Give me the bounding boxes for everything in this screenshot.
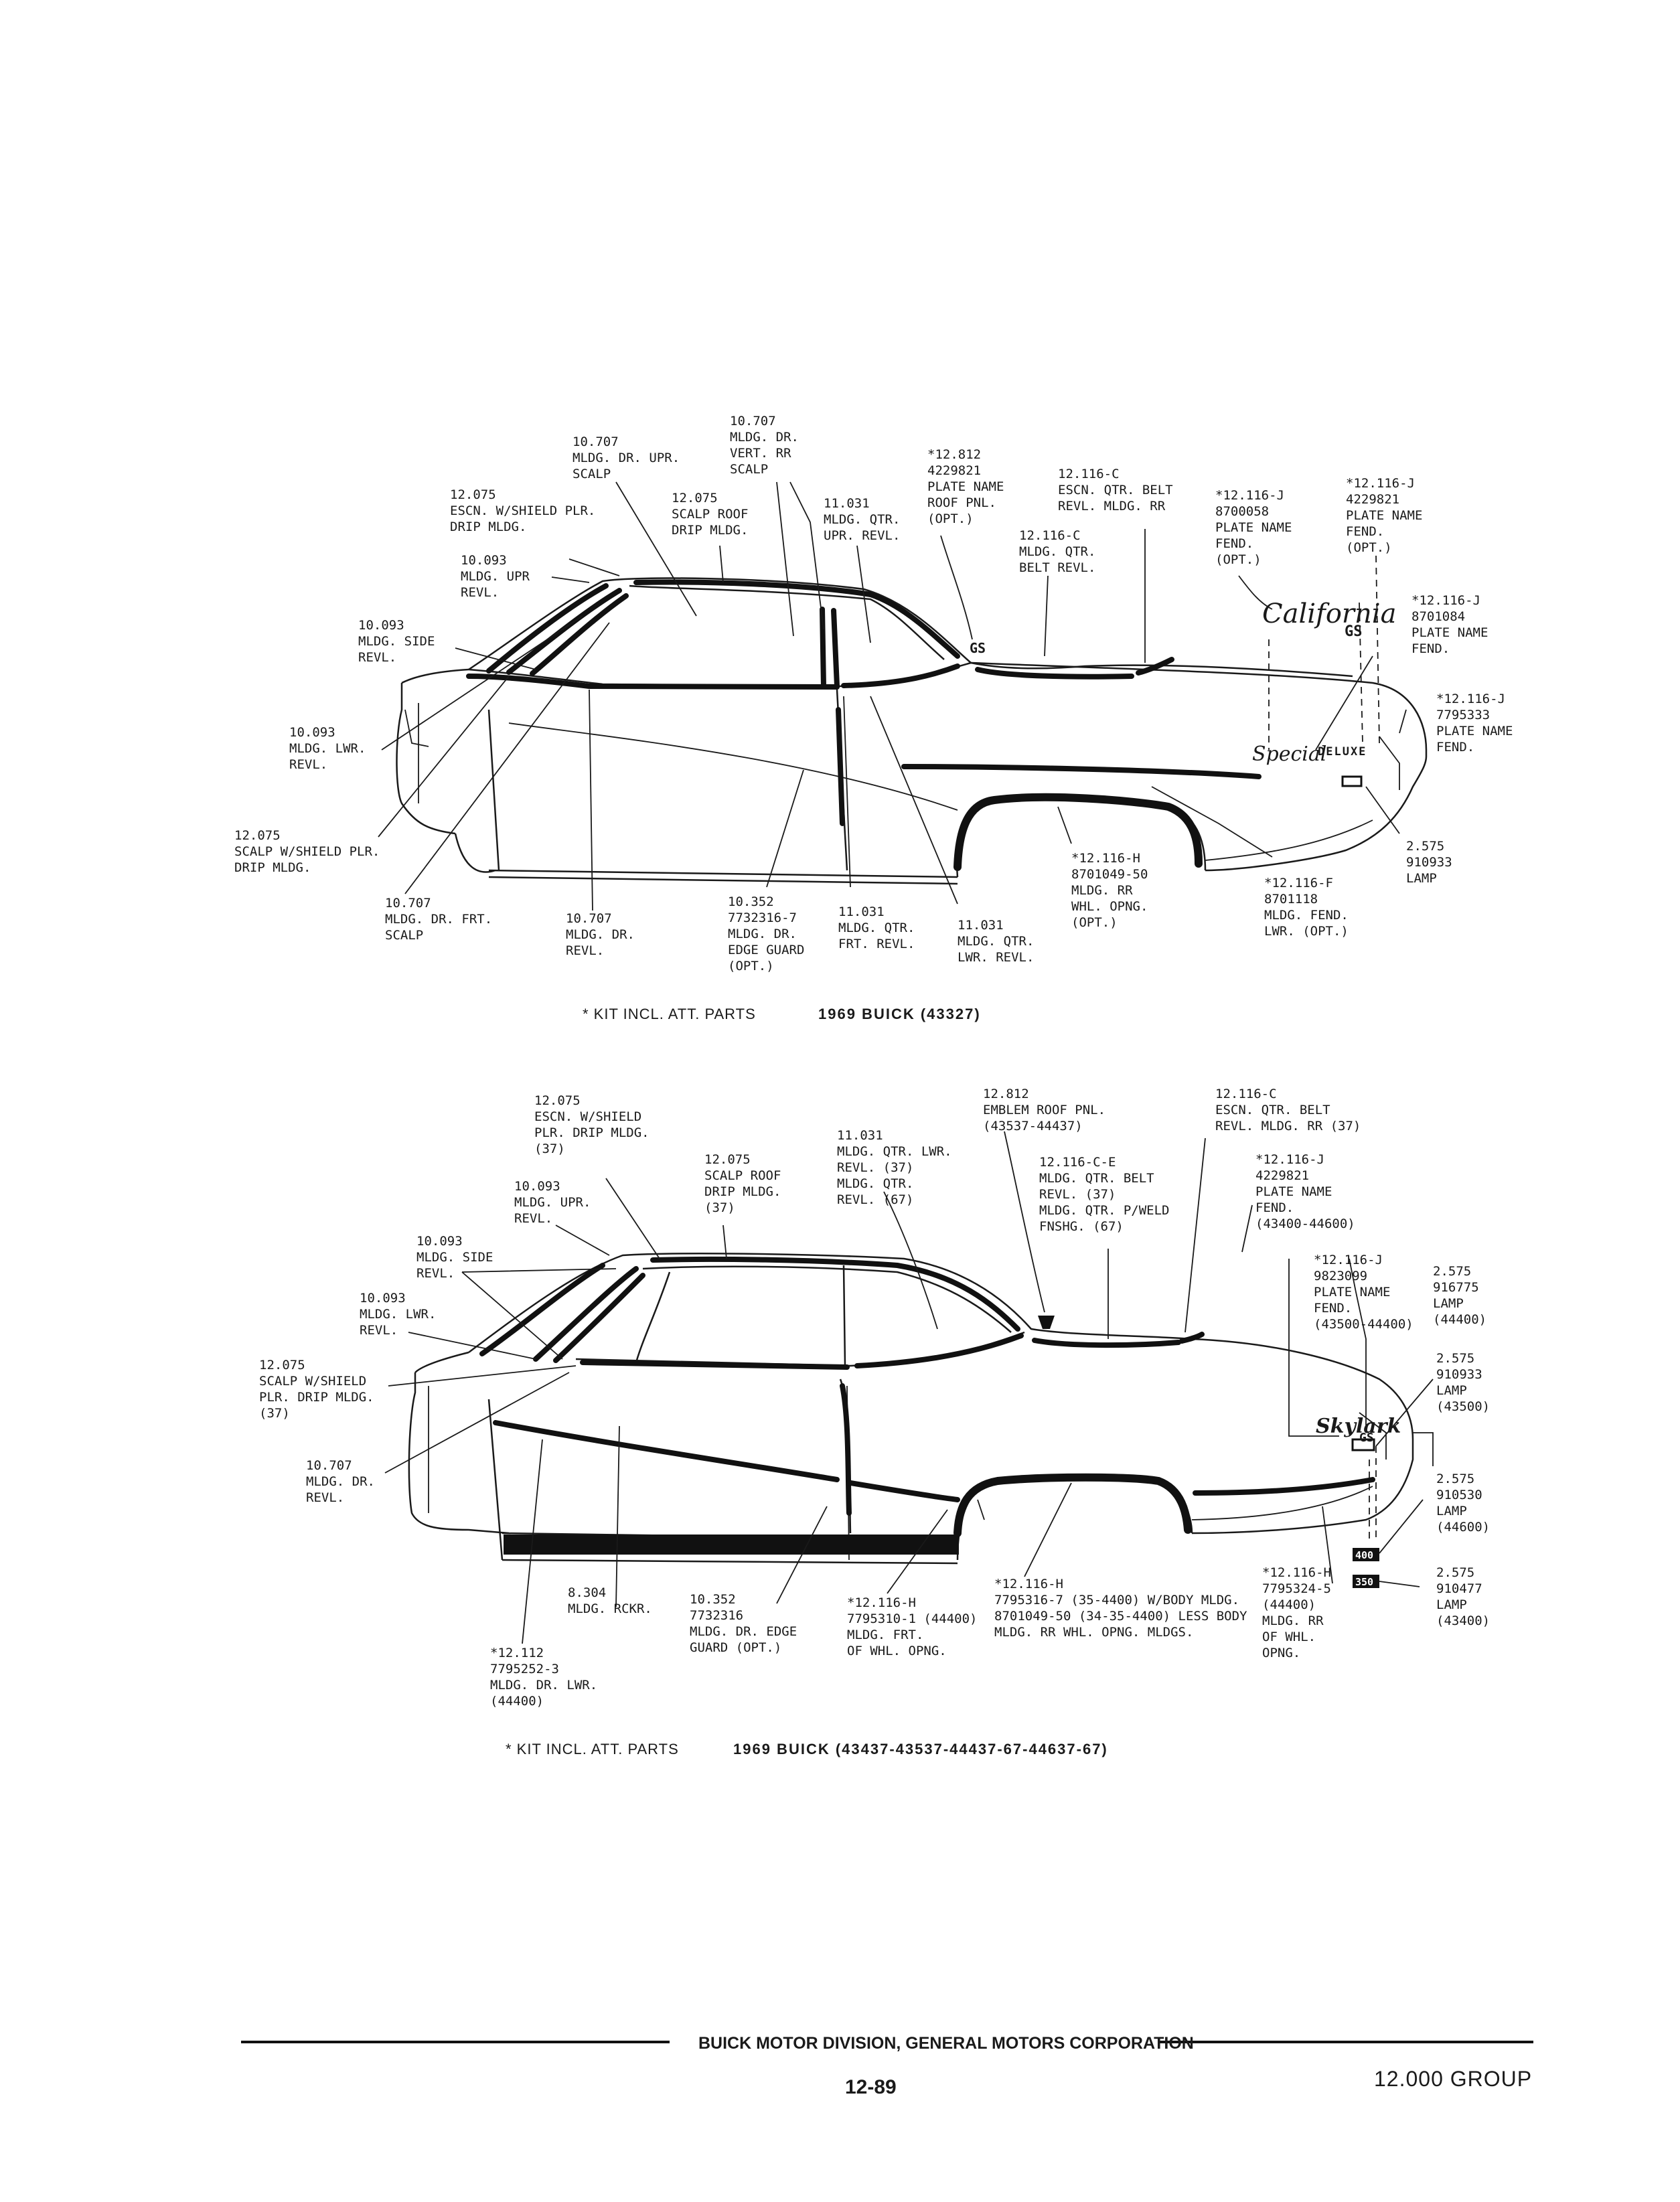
gs-fender-badge: GS — [1345, 623, 1363, 640]
group-label: 12.000 GROUP — [1374, 2067, 1532, 2091]
top-leader-lines — [378, 481, 1407, 911]
top-diagram-title: 1969 BUICK (43327) — [818, 1006, 981, 1022]
bottom-footnote: * KIT INCL. ATT. PARTS — [506, 1741, 679, 1757]
skylark-script-badge: Skylark — [1316, 1415, 1401, 1438]
page-number: 12-89 — [845, 2076, 897, 2098]
bottom-badges: Skylark GS 400 350 — [1316, 1415, 1401, 1588]
top-diagram: California GS GS Special DELUXE — [234, 414, 1513, 1022]
bottom-leader-lines — [384, 1131, 1434, 1644]
page-footer: BUICK MOTOR DIVISION, GENERAL MOTORS COR… — [241, 2034, 1533, 2098]
deluxe-badge: DELUXE — [1318, 745, 1367, 759]
gs-roof-badge: GS — [970, 640, 986, 656]
special-script-badge: Special — [1252, 742, 1326, 766]
bottom-moldings — [479, 1256, 1379, 1588]
bottom-car-body — [408, 1253, 1414, 1565]
bottom-diagram-title: 1969 BUICK (43437-43537-44437-67-44637-6… — [733, 1741, 1108, 1757]
bottom-diagram: Skylark GS 400 350 — [259, 1087, 1490, 1757]
gs-rear-badge: GS — [1359, 1431, 1374, 1445]
lamp-tag-350: 350 — [1355, 1576, 1373, 1588]
california-script-badge: California — [1262, 599, 1396, 629]
top-footnote: * KIT INCL. ATT. PARTS — [583, 1006, 756, 1022]
top-badges: California GS GS Special DELUXE — [970, 599, 1396, 766]
footer-company: BUICK MOTOR DIVISION, GENERAL MOTORS COR… — [698, 2034, 1194, 2053]
lamp-tag-400: 400 — [1355, 1549, 1373, 1561]
top-moldings — [466, 579, 1363, 871]
